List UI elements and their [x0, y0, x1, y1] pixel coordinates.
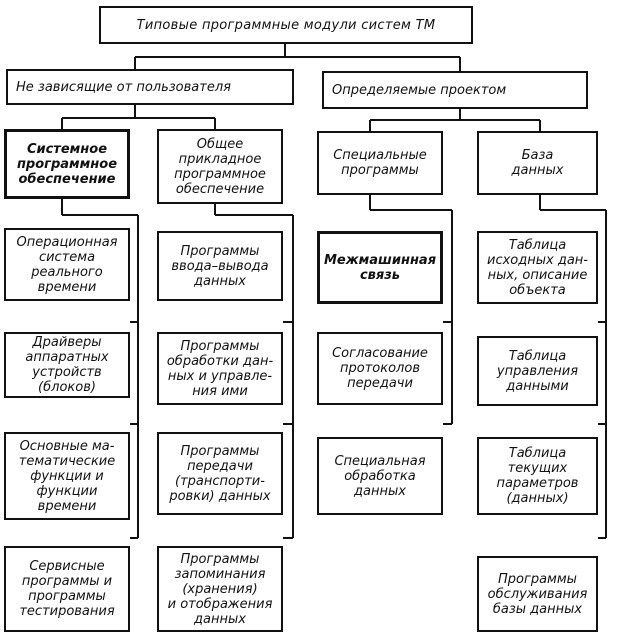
- module-hardware-drivers: Драйверы аппаратных устройств (блоков): [4, 332, 130, 398]
- group-special-programs: Специальные программы: [317, 131, 443, 195]
- group-general-app-software: Общее прикладное программное обеспечение: [157, 129, 283, 204]
- module-transfer-programs: Программы передачи (транспорти- ровки) д…: [157, 432, 283, 515]
- group-system-software: Системное программное обеспечение: [4, 129, 130, 199]
- category-project-defined: Определяемые проектом: [322, 71, 588, 109]
- module-protocol-matching: Согласование протоколов передачи: [317, 332, 443, 405]
- module-special-processing: Специальная обработка данных: [317, 437, 443, 515]
- module-service-programs: Сервисные программы и программы тестиров…: [4, 546, 130, 632]
- category-user-independent: Не зависящие от пользователя: [6, 69, 294, 105]
- module-rtos: Операционная система реального времени: [4, 228, 130, 301]
- module-math-functions: Основные ма- тематические функции и функ…: [4, 432, 130, 520]
- module-io-programs: Программы ввода–вывода данных: [157, 231, 283, 301]
- module-data-management-table: Таблица управления данными: [477, 336, 598, 406]
- module-intermachine-link: Межмашинная связь: [317, 231, 443, 304]
- module-source-data-table: Таблица исходных дан- ных, описание объе…: [477, 231, 598, 304]
- root-title-box: Типовые программные модули систем ТМ: [99, 6, 473, 44]
- module-processing-programs: Программы обработки дан- ных и управле- …: [157, 332, 283, 405]
- module-db-service-programs: Программы обслуживания базы данных: [477, 556, 598, 632]
- group-database: База данных: [477, 131, 598, 195]
- module-storage-programs: Программы запоминания (хранения) и отобр…: [157, 546, 283, 632]
- module-current-params-table: Таблица текущих параметров (данных): [477, 437, 598, 515]
